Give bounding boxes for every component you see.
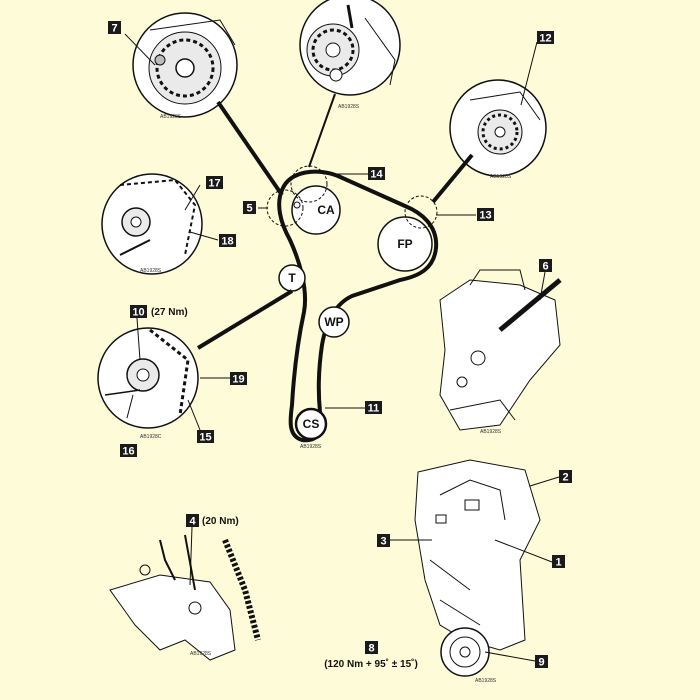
ref-code-7: AB1928S [160, 114, 182, 120]
svg-text:3: 3 [380, 536, 386, 548]
svg-text:4: 4 [189, 516, 196, 528]
svg-text:15: 15 [199, 432, 211, 444]
callout-1: 1 [552, 555, 565, 569]
svg-text:17: 17 [208, 178, 220, 190]
ref-code-6: AB1928S [480, 429, 502, 435]
callout-15: 15 [197, 430, 214, 444]
callout-17: 17 [206, 176, 223, 190]
pulley-label-fp: FP [397, 237, 412, 251]
torque-4: (20 Nm) [202, 516, 239, 527]
torque-10: (27 Nm) [151, 307, 188, 318]
callout-6: 6 [539, 259, 552, 273]
torque-8: (120 Nm + 95˚ ± 15˚) [324, 658, 418, 670]
callout-18: 18 [219, 234, 236, 248]
ref-code-top: AB1928S [338, 104, 360, 110]
ref-code-12: AB1928S [490, 174, 512, 180]
svg-text:18: 18 [221, 236, 233, 248]
pulley-label-cs: CS [303, 417, 320, 431]
callout-12: 12 [537, 31, 554, 45]
svg-text:1: 1 [555, 557, 561, 569]
detail-tensioner-setting: AB1928S [101, 173, 203, 275]
callout-4: 4 [186, 514, 199, 528]
fuel-pump-pulley: FP [377, 216, 433, 272]
callout-13: 13 [477, 208, 494, 222]
callout-10: 10 [130, 305, 147, 319]
crankshaft-pulley: CS [294, 407, 328, 441]
svg-text:11: 11 [368, 403, 380, 415]
callout-19: 19 [230, 372, 247, 386]
detail-camshaft-sprocket: AB1928S [132, 12, 238, 120]
pulley-label-t: T [288, 271, 296, 285]
callout-7: 7 [108, 21, 121, 35]
callout-3: 3 [377, 534, 390, 548]
callout-14: 14 [368, 167, 385, 181]
water-pump-pulley: WP [318, 306, 350, 338]
svg-text:13: 13 [479, 210, 491, 222]
tensioner-pulley: T [278, 264, 306, 292]
callout-5: 5 [243, 201, 256, 215]
callout-9: 9 [535, 655, 548, 669]
detail-crank-locking-tool: AB1928S [439, 269, 562, 435]
svg-text:2: 2 [562, 472, 568, 484]
detail-fuel-pump-sprocket: AB1928S [449, 79, 547, 180]
callout-8: 8 [365, 641, 378, 655]
svg-text:7: 7 [111, 23, 117, 35]
pulley-label-ca: CA [317, 203, 335, 217]
svg-text:14: 14 [370, 169, 383, 181]
ref-code-belt: AB1928S [300, 444, 322, 450]
camshaft-pulley: CA [291, 185, 341, 235]
svg-text:19: 19 [232, 374, 244, 386]
callout-2: 2 [559, 470, 572, 484]
svg-text:6: 6 [542, 261, 548, 273]
ref-code-4: AB1928S [190, 651, 212, 657]
leader-lines [124, 33, 560, 662]
svg-text:9: 9 [538, 657, 544, 669]
callout-16: 16 [120, 444, 137, 458]
detail-lower-engine: AB1928S [109, 534, 261, 661]
pulley-label-wp: WP [324, 315, 343, 329]
detail-timing-cover: AB1928S [414, 459, 541, 684]
ref-code-10: AB1928C [140, 434, 162, 440]
ref-code-17: AB1928S [140, 268, 162, 274]
callout-11: 11 [365, 401, 382, 415]
detail-camshaft-alignment: AB1928S [299, 0, 401, 110]
svg-text:5: 5 [246, 203, 252, 215]
svg-text:16: 16 [122, 446, 134, 458]
svg-text:12: 12 [539, 33, 551, 45]
ref-code-9: AB1928S [475, 678, 497, 684]
detail-tensioner-bolt: AB1928C [97, 327, 199, 440]
svg-text:10: 10 [132, 307, 144, 319]
svg-text:8: 8 [368, 643, 374, 655]
